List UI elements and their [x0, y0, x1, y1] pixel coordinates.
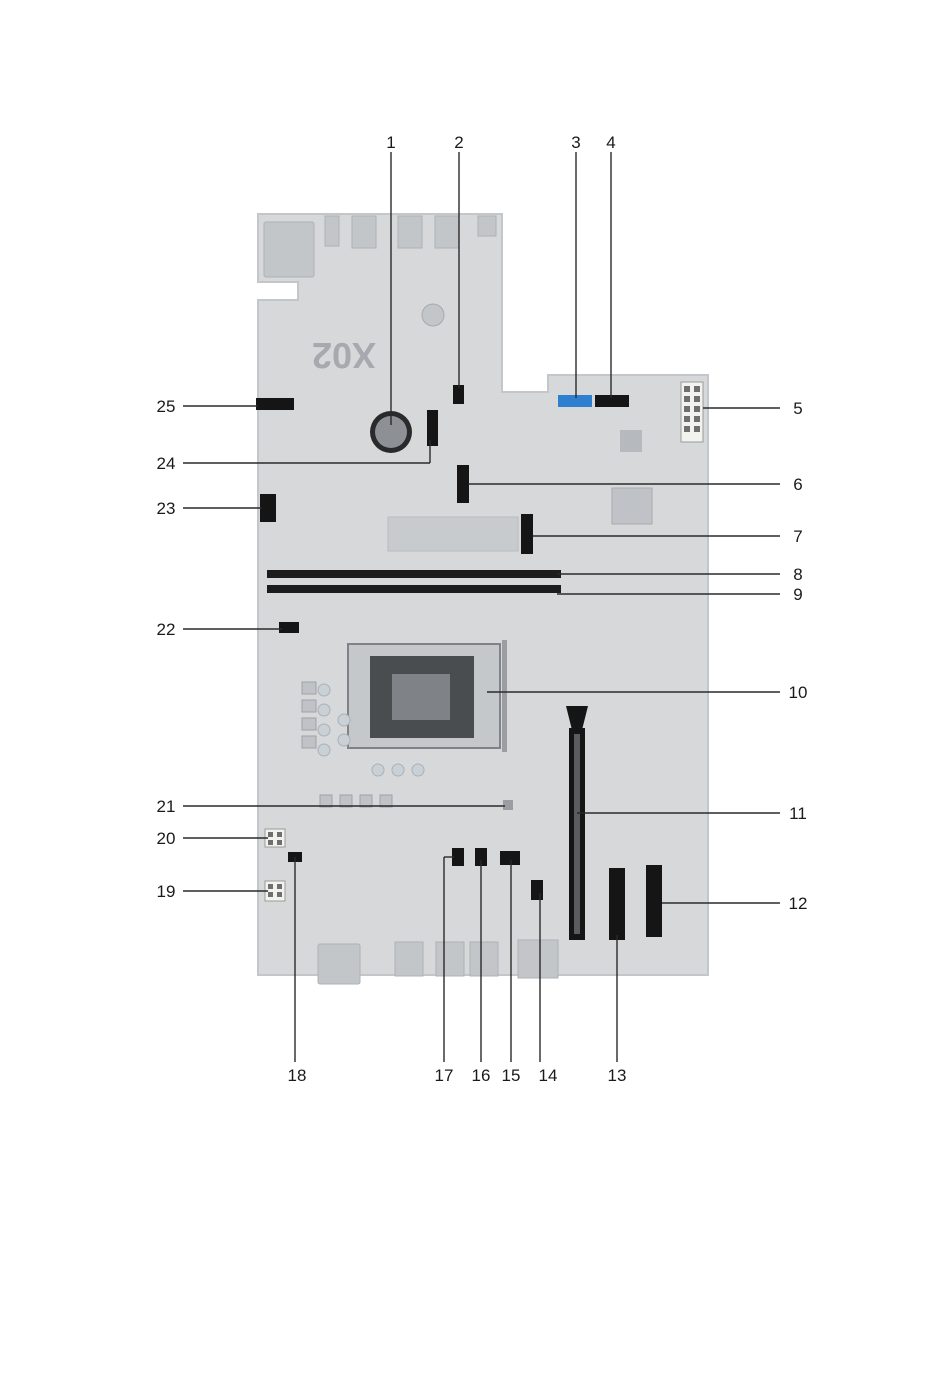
- callout-9: 9: [793, 585, 802, 604]
- callout-2: 2: [454, 133, 463, 152]
- dimm-slot-2: [267, 585, 561, 593]
- callout-6: 6: [793, 475, 802, 494]
- pin-header-23: [260, 494, 276, 522]
- front-io-ports: [318, 940, 558, 984]
- pcie-x16-slot: [566, 706, 588, 940]
- callout-23: 23: [157, 499, 176, 518]
- mounting-hole-top: [422, 304, 444, 326]
- callout-25: 25: [157, 397, 176, 416]
- connector-21: [503, 800, 513, 810]
- pcie-x1-slot-13: [609, 868, 625, 940]
- front-panel-header-25: [256, 398, 294, 410]
- callout-20: 20: [157, 829, 176, 848]
- m2-pad-area: [388, 517, 518, 551]
- callout-14: 14: [539, 1066, 558, 1085]
- callout-18: 18: [288, 1066, 307, 1085]
- dimm-slot-1: [267, 570, 561, 578]
- pcie-x1-slot-12: [646, 865, 662, 937]
- callout-3: 3: [571, 133, 580, 152]
- sata-connector-black: [595, 395, 629, 407]
- callout-22: 22: [157, 620, 176, 639]
- board-silkscreen-text: X02: [312, 335, 376, 376]
- sata-connector-blue: [558, 395, 592, 407]
- callout-10: 10: [789, 683, 808, 702]
- atx-power-connector: [681, 382, 703, 442]
- callout-15: 15: [502, 1066, 521, 1085]
- callout-7: 7: [793, 527, 802, 546]
- m2-slot-7: [521, 514, 533, 554]
- callout-17: 17: [435, 1066, 454, 1085]
- callout-19: 19: [157, 882, 176, 901]
- header-14: [531, 880, 543, 900]
- callout-5: 5: [793, 399, 802, 418]
- m2-slot-24: [427, 410, 438, 446]
- chip-component: [612, 488, 652, 524]
- callout-11: 11: [789, 804, 807, 823]
- callout-16: 16: [472, 1066, 491, 1085]
- callout-1: 1: [386, 133, 395, 152]
- callout-21: 21: [157, 797, 176, 816]
- m2-slot-6: [457, 465, 469, 503]
- callout-13: 13: [608, 1066, 627, 1085]
- chip-component: [620, 430, 642, 452]
- header-15: [500, 851, 520, 865]
- cpu-socket: [348, 640, 507, 752]
- callout-8: 8: [793, 565, 802, 584]
- callout-24: 24: [157, 454, 176, 473]
- callout-4: 4: [606, 133, 615, 152]
- fan-header-22: [279, 622, 299, 633]
- callout-12: 12: [789, 894, 808, 913]
